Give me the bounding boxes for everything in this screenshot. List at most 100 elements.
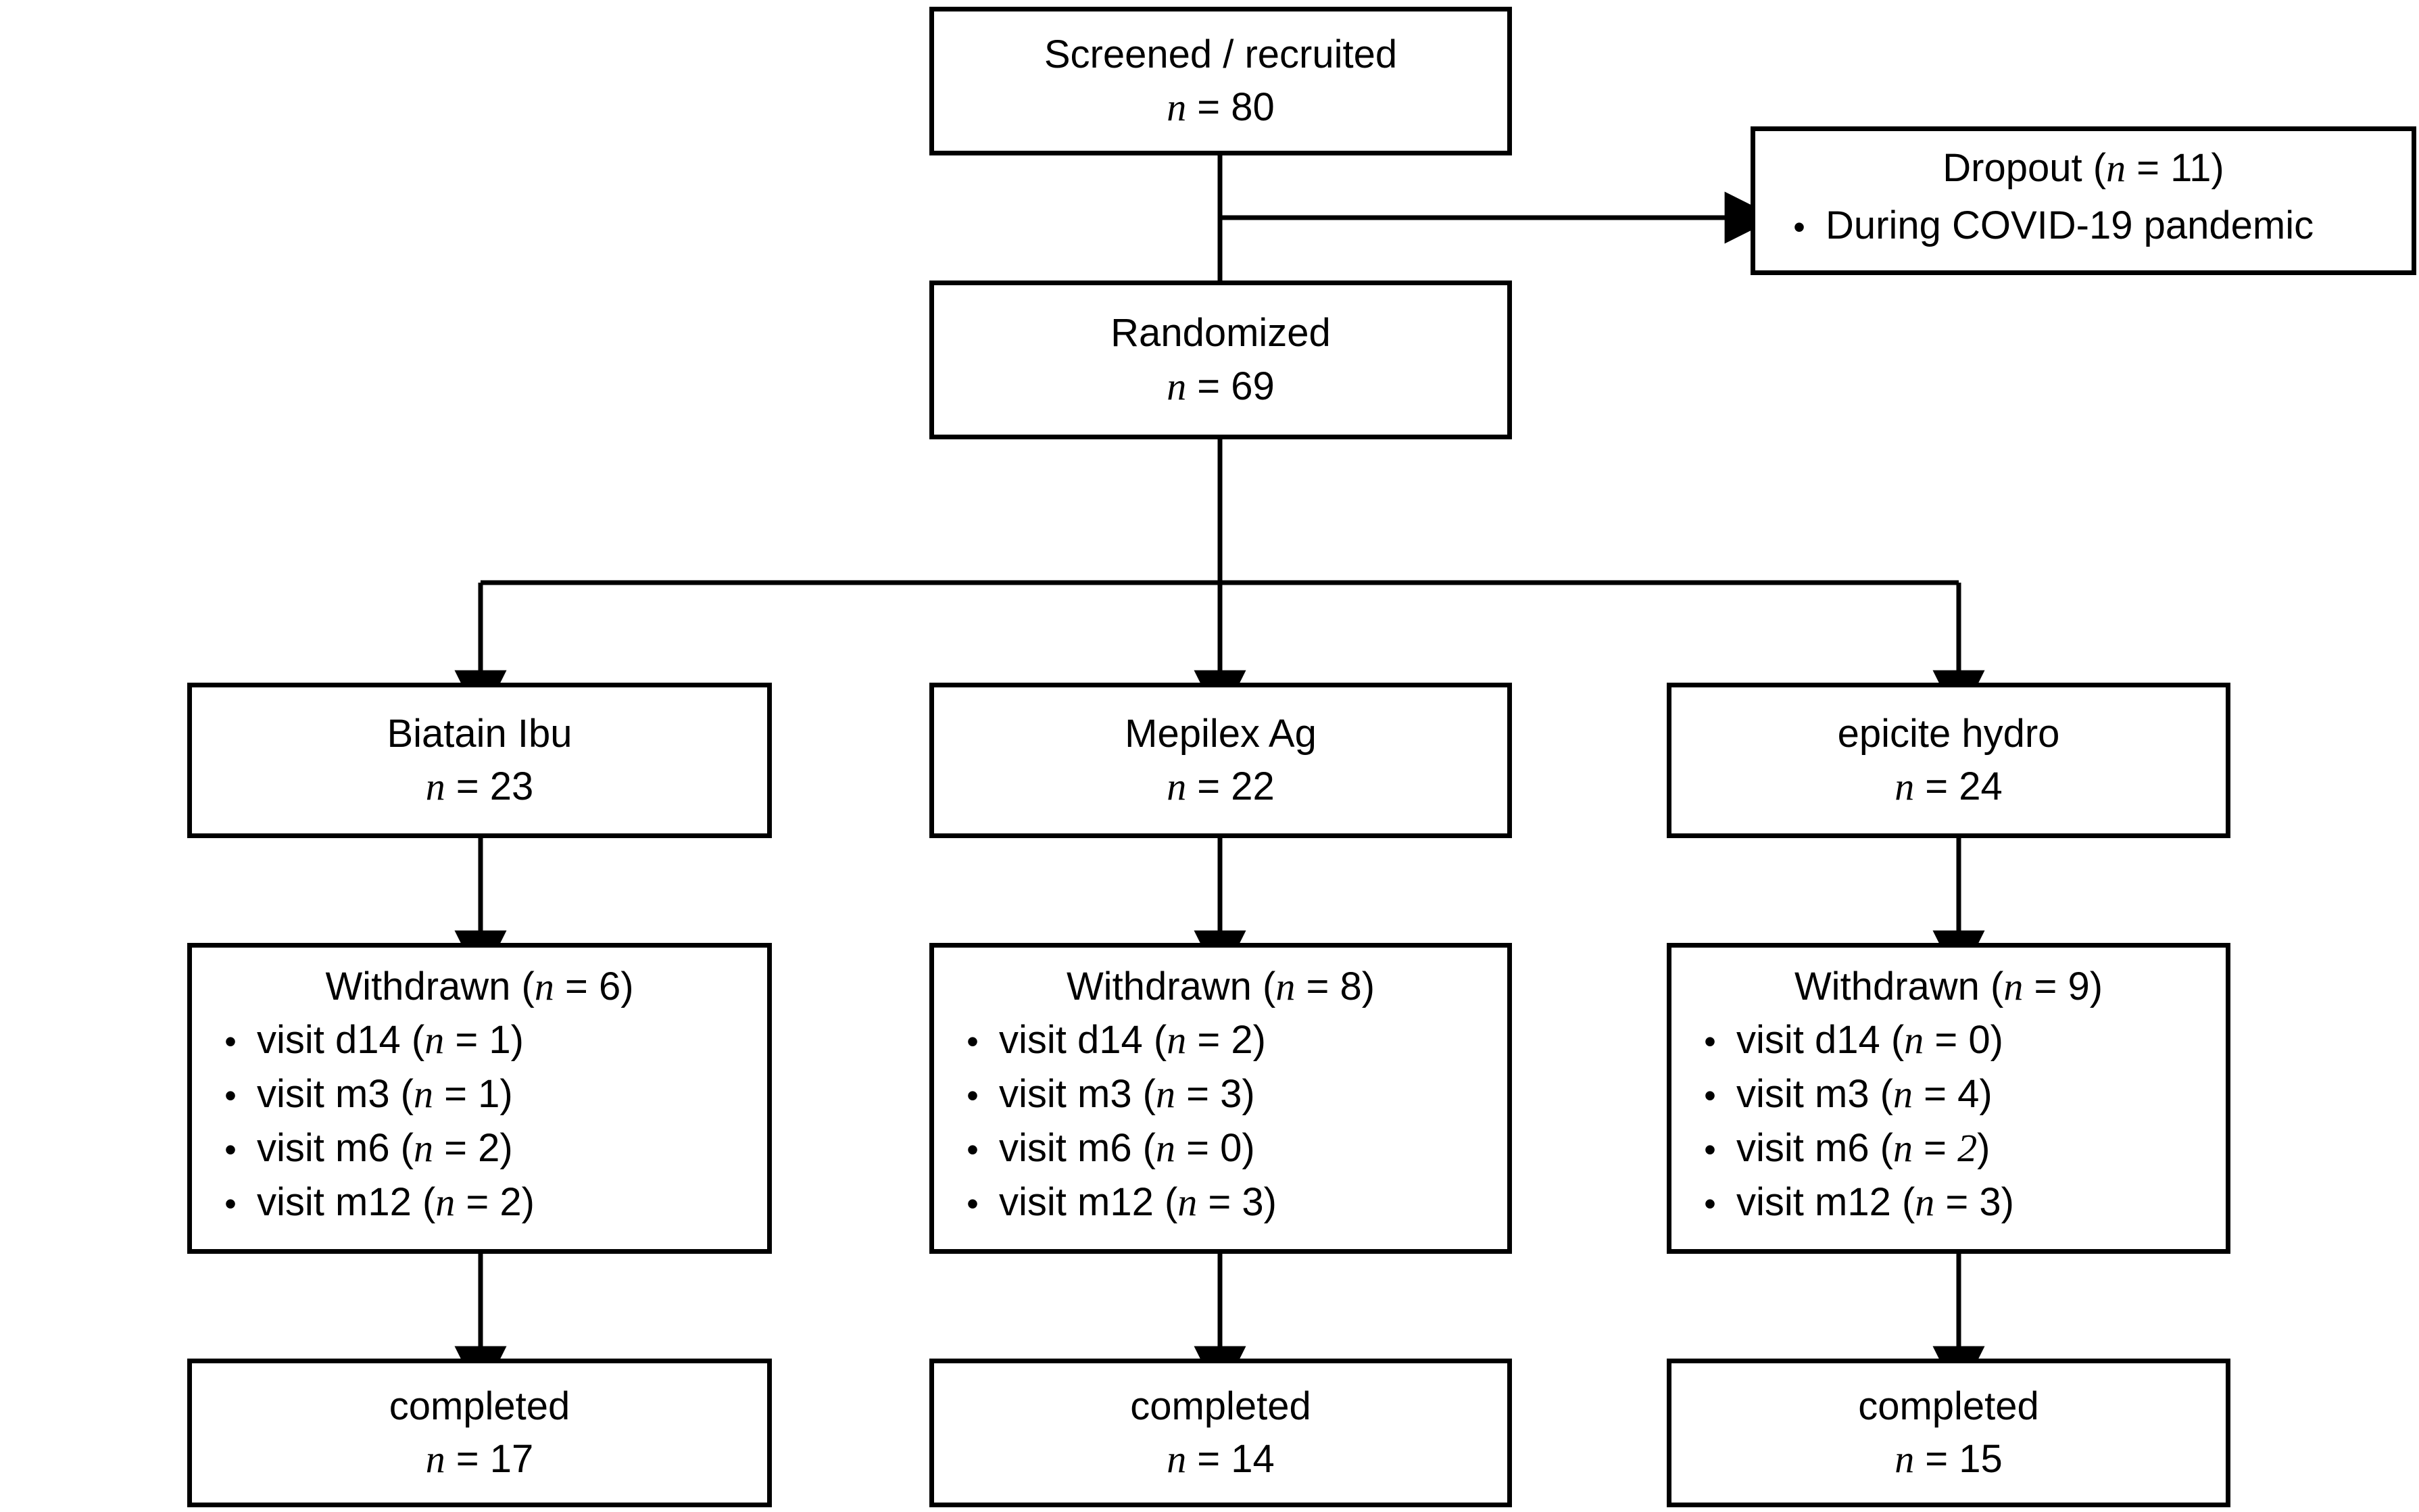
completed-eq: = bbox=[445, 1437, 490, 1481]
visit-close: ) bbox=[1242, 1126, 1255, 1170]
bullet-icon: • bbox=[967, 1185, 979, 1223]
withdrawn-visit-row: visit m6 (n = 2) bbox=[257, 1129, 513, 1168]
n-italic: n bbox=[1167, 1437, 1187, 1481]
withdrawn-visit-row: visit m3 (n = 3) bbox=[999, 1075, 1255, 1114]
node-screened-recruited: Screened / recruited n = 80 bbox=[929, 7, 1512, 155]
visit-value: 2 bbox=[1957, 1126, 1978, 1170]
node-arm-biatain-ibu: Biatain Ibu n = 23 bbox=[187, 683, 772, 838]
list-item: • visit d14 (n = 1) bbox=[204, 1013, 755, 1067]
list-item: • visit m6 (n = 0) bbox=[946, 1121, 1495, 1175]
completed-value: 14 bbox=[1231, 1437, 1275, 1481]
arm-value: 22 bbox=[1231, 764, 1275, 808]
completed-count: n = 14 bbox=[1167, 1434, 1275, 1484]
list-item: • visit m12 (n = 3) bbox=[946, 1175, 1495, 1229]
visit-label: visit m3 ( bbox=[1736, 1072, 1893, 1116]
withdrawn-visit-row: visit m12 (n = 3) bbox=[999, 1183, 1277, 1222]
bullet-icon: • bbox=[224, 1131, 237, 1169]
visit-value: 1 bbox=[489, 1018, 511, 1062]
dropout-eq: = bbox=[2126, 146, 2171, 190]
withdrawn-value: 8 bbox=[1340, 965, 1362, 1008]
completed-title: completed bbox=[1858, 1384, 2039, 1428]
n-italic: n bbox=[1904, 1018, 1924, 1062]
n-italic: n bbox=[1167, 1018, 1187, 1062]
bullet-icon: • bbox=[224, 1023, 237, 1060]
bullet-icon: • bbox=[1704, 1185, 1716, 1223]
n-italic: n bbox=[1156, 1126, 1175, 1170]
n-italic: n bbox=[435, 1180, 456, 1224]
visit-value: 1 bbox=[478, 1072, 500, 1116]
completed-eq: = bbox=[1914, 1437, 1959, 1481]
n-italic: n bbox=[1167, 364, 1187, 408]
arm-eq: = bbox=[445, 764, 490, 808]
list-item: • During COVID-19 pandemic bbox=[1773, 199, 2394, 253]
withdrawn-visit-list: • visit d14 (n = 0) • visit m3 (n = 4) •… bbox=[1684, 1013, 2214, 1229]
withdrawn-eq: = bbox=[1295, 965, 1340, 1008]
n-italic: n bbox=[1167, 85, 1187, 129]
n-italic: n bbox=[1895, 1437, 1915, 1481]
completed-value: 15 bbox=[1959, 1437, 2003, 1481]
arm-title: epicite hydro bbox=[1837, 711, 2060, 756]
arm-value: 23 bbox=[489, 764, 534, 808]
withdrawn-title-prefix: Withdrawn ( bbox=[325, 965, 535, 1008]
visit-eq: = bbox=[433, 1072, 479, 1116]
visit-eq: = bbox=[1175, 1126, 1221, 1170]
n-italic: n bbox=[425, 764, 445, 808]
visit-close: ) bbox=[1242, 1072, 1255, 1116]
list-item: • visit m3 (n = 1) bbox=[204, 1067, 755, 1121]
node-randomized: Randomized n = 69 bbox=[929, 281, 1512, 439]
list-item: • visit m12 (n = 2) bbox=[204, 1175, 755, 1229]
withdrawn-visit-row: visit m12 (n = 3) bbox=[1736, 1183, 2014, 1222]
visit-value: 0 bbox=[1968, 1018, 1990, 1062]
completed-title: completed bbox=[389, 1384, 570, 1428]
node-arm-mepilex-ag: Mepilex Ag n = 22 bbox=[929, 683, 1512, 838]
withdrawn-visit-row: visit m6 (n = 2) bbox=[1736, 1129, 1990, 1168]
n-italic: n bbox=[534, 965, 554, 1008]
visit-close: ) bbox=[521, 1180, 535, 1224]
visit-eq: = bbox=[444, 1018, 489, 1062]
bullet-icon: • bbox=[1793, 208, 1805, 246]
withdrawn-visit-row: visit m3 (n = 1) bbox=[257, 1075, 513, 1114]
dropout-value: 11 bbox=[2170, 146, 2212, 190]
dropout-title-prefix: Dropout ( bbox=[1942, 146, 2107, 190]
list-item: • visit d14 (n = 0) bbox=[1684, 1013, 2214, 1067]
bullet-icon: • bbox=[224, 1185, 237, 1223]
withdrawn-visit-row: visit d14 (n = 0) bbox=[1736, 1021, 2003, 1060]
randomized-eq: = bbox=[1186, 364, 1231, 408]
randomized-count: n = 69 bbox=[1167, 362, 1275, 412]
visit-close: ) bbox=[499, 1072, 513, 1116]
node-withdrawn-biatain-ibu: Withdrawn (n = 6) • visit d14 (n = 1) • … bbox=[187, 943, 772, 1254]
visit-value: 3 bbox=[1220, 1072, 1242, 1116]
visit-value: 3 bbox=[1242, 1180, 1264, 1224]
visit-label: visit m12 ( bbox=[999, 1180, 1178, 1224]
withdrawn-title: Withdrawn (n = 9) bbox=[1684, 967, 2214, 1013]
visit-label: visit m6 ( bbox=[999, 1126, 1156, 1170]
visit-label: visit m6 ( bbox=[257, 1126, 414, 1170]
visit-value: 0 bbox=[1220, 1126, 1242, 1170]
list-item: • visit m12 (n = 3) bbox=[1684, 1175, 2214, 1229]
bullet-icon: • bbox=[967, 1077, 979, 1115]
n-italic: n bbox=[1156, 1072, 1175, 1116]
completed-title: completed bbox=[1130, 1384, 1311, 1428]
visit-label: visit d14 ( bbox=[257, 1018, 425, 1062]
n-italic: n bbox=[1893, 1072, 1913, 1116]
visit-close: ) bbox=[510, 1018, 524, 1062]
withdrawn-title-suffix: ) bbox=[1361, 965, 1375, 1008]
arm-eq: = bbox=[1186, 764, 1231, 808]
visit-label: visit m3 ( bbox=[257, 1072, 414, 1116]
visit-value: 3 bbox=[1979, 1180, 2001, 1224]
visit-eq: = bbox=[1175, 1072, 1221, 1116]
visit-label: visit d14 ( bbox=[999, 1018, 1167, 1062]
bullet-icon: • bbox=[967, 1023, 979, 1060]
node-withdrawn-mepilex-ag: Withdrawn (n = 8) • visit d14 (n = 2) • … bbox=[929, 943, 1512, 1254]
screened-count: n = 80 bbox=[1167, 82, 1275, 132]
withdrawn-visit-row: visit m3 (n = 4) bbox=[1736, 1075, 1993, 1114]
bullet-icon: • bbox=[1704, 1023, 1716, 1060]
randomized-title: Randomized bbox=[1110, 311, 1331, 356]
withdrawn-title-suffix: ) bbox=[2089, 965, 2103, 1008]
completed-count: n = 17 bbox=[426, 1434, 534, 1484]
arm-count: n = 24 bbox=[1895, 762, 2003, 812]
dropout-title: Dropout (n = 11) bbox=[1773, 149, 2394, 199]
screened-eq: = bbox=[1186, 85, 1231, 129]
dropout-reason-list: • During COVID-19 pandemic bbox=[1773, 199, 2394, 253]
withdrawn-visit-list: • visit d14 (n = 2) • visit m3 (n = 3) •… bbox=[946, 1013, 1495, 1229]
